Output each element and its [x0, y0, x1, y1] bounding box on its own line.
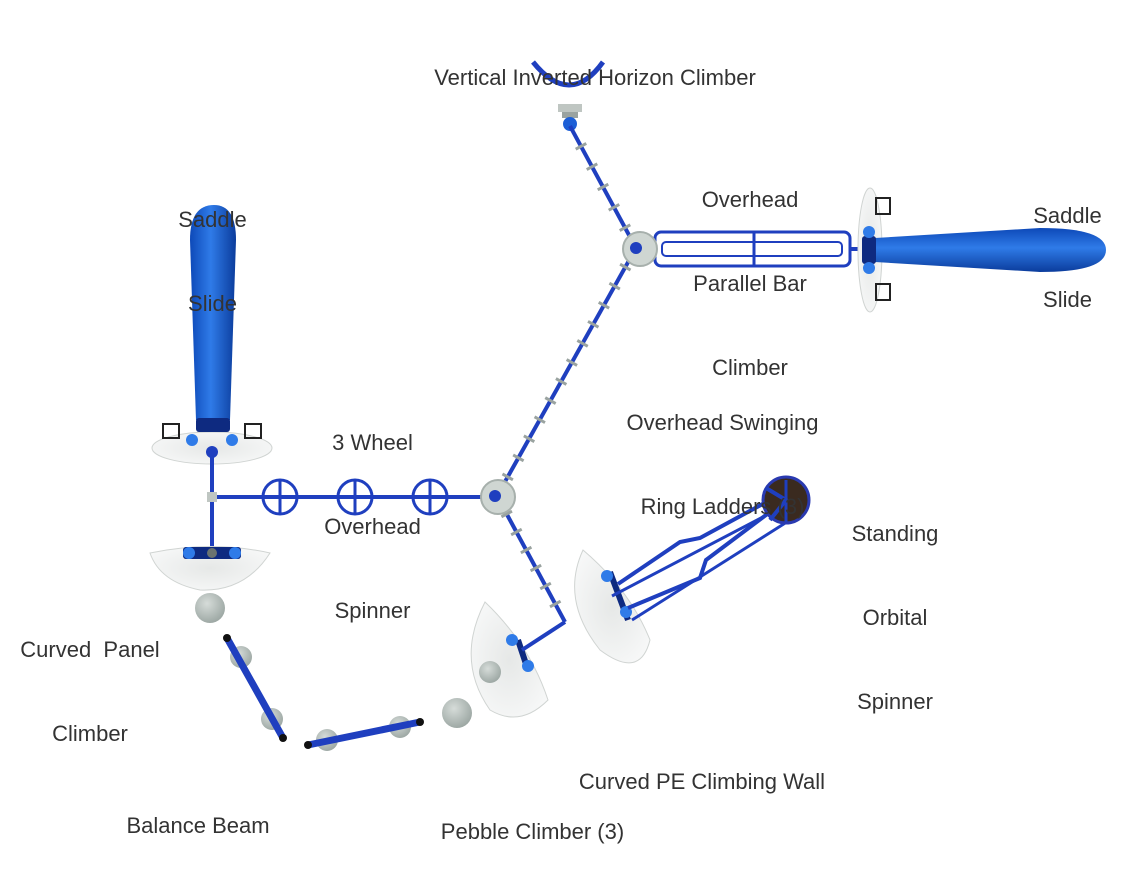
ladder-rung: [555, 377, 568, 386]
label-line: Slide: [1043, 287, 1092, 312]
label-line: Saddle: [1033, 203, 1102, 228]
ladder-rung: [576, 339, 589, 348]
label-line: Overhead Swinging: [626, 410, 819, 435]
label-line: Spinner: [334, 598, 411, 623]
label-saddle-slide-left: Saddle Slide: [160, 150, 265, 346]
balance-beam: [223, 634, 424, 751]
label-balance-beam: Balance Beam: [108, 756, 288, 868]
pebble-climber: [195, 593, 472, 728]
label-line: Spinner: [857, 689, 933, 714]
label-line: Curved Panel: [20, 637, 160, 662]
label-line: Vertical Inverted Horizon Climber: [434, 65, 756, 90]
horizon-climber-base: [558, 104, 582, 112]
ladder-rung: [510, 527, 523, 537]
ladder-rung: [549, 599, 562, 609]
ladder-rung: [544, 396, 557, 405]
spinner-wheel: [336, 478, 374, 516]
ladder-rung: [575, 142, 587, 151]
label-line: Saddle: [178, 207, 247, 232]
label-line: Overhead: [324, 514, 421, 539]
ladder-rung: [501, 472, 514, 482]
spinner-wheel: [261, 478, 299, 516]
saddle-slide-left: [151, 205, 273, 465]
label-three-wheel: 3 Wheel Overhead Spinner: [300, 373, 445, 653]
label-curved-pe-wall: Curved PE Climbing Wall: [552, 712, 852, 824]
overhead-swinging-ring-ladders: [495, 125, 638, 623]
label-line: Climber: [712, 355, 788, 380]
ladder-rung: [500, 509, 513, 519]
label-line: Overhead: [701, 187, 799, 212]
pebble: [442, 698, 472, 728]
ladder-rungs: [500, 142, 632, 609]
upper-hub-post: [622, 231, 658, 267]
ladder-rung: [597, 182, 609, 192]
label-line: Standing: [851, 521, 939, 546]
central-hub-post: [480, 479, 516, 515]
saddle-slide-right: [857, 187, 1106, 313]
label-curved-panel: Curved Panel Climber: [5, 580, 175, 776]
playground-diagram: [149, 60, 1106, 751]
label-vertical-climber: Vertical Inverted Horizon Climber: [405, 8, 785, 120]
ladder-rung: [529, 563, 542, 573]
ladder-rung: [587, 320, 600, 329]
ladder-rung: [586, 162, 598, 171]
label-line: Curved PE Climbing Wall: [578, 769, 826, 794]
ladder-rung: [533, 415, 546, 424]
ladder-rung: [619, 223, 631, 232]
label-orbital-spinner: Standing Orbital Spinner: [830, 464, 960, 744]
pebble: [195, 593, 225, 623]
standing-orbital-spinner: [574, 475, 811, 664]
vertical-inverted-horizon-climber: [531, 60, 606, 131]
horizon-climber-arc: [531, 60, 606, 88]
ladder-rung: [512, 453, 525, 463]
three-wheel-overhead-spinner: [207, 452, 495, 548]
ladder-rung: [608, 281, 621, 291]
ladder-rung: [539, 581, 552, 591]
label-line: Pebble Climber (3): [440, 819, 625, 844]
label-saddle-slide-right: Saddle Slide: [1015, 146, 1120, 342]
curved-pe-climbing-wall: [470, 601, 567, 718]
ladder-rung: [520, 545, 533, 555]
spinner-wheels: [261, 478, 449, 516]
label-line: 3 Wheel: [332, 430, 413, 455]
label-line: Parallel Bar: [693, 271, 807, 296]
ladder-rung: [597, 300, 610, 310]
label-ring-ladders: Overhead Swinging Ring Ladders (3): [600, 353, 845, 549]
ladder-rung: [619, 262, 632, 272]
label-line: Balance Beam: [126, 813, 270, 838]
ladder-rung: [523, 434, 536, 444]
label-line: Ring Ladders (3): [640, 494, 805, 519]
curved-panel-climber: [149, 546, 271, 591]
label-line: Slide: [188, 291, 237, 316]
spinner-wheel: [411, 478, 449, 516]
ladder-rung: [565, 358, 578, 367]
label-line: Climber: [52, 721, 128, 746]
ladder-rung: [608, 203, 620, 212]
label-overhead-parallel: Overhead Parallel Bar Climber: [660, 130, 840, 410]
label-line: Orbital: [862, 605, 928, 630]
label-pebble-climber: Pebble Climber (3): [420, 762, 645, 874]
